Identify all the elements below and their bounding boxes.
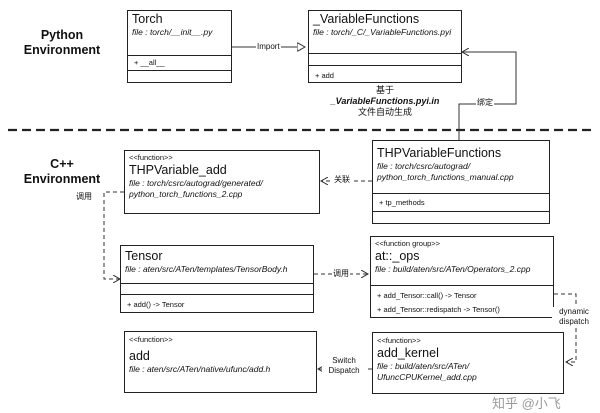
- tensor-title: Tensor: [125, 249, 163, 263]
- edge-bind: [458, 52, 517, 140]
- tensor-member-add: + add() -> Tensor: [127, 300, 185, 309]
- dynamic-dispatch-label: dynamic dispatch: [552, 307, 596, 327]
- thp-variable-functions-member-tp-methods: + tp_methods: [379, 198, 425, 207]
- at-ops-title: at::_ops: [375, 249, 420, 263]
- thp-variable-add-file-line1: file : torch/csrc/autograd/generated/: [129, 178, 263, 188]
- switch-dispatch-label: Switch Dispatch: [322, 356, 366, 376]
- thp-variable-functions-file-line1: file : torch/csrc/autograd/: [377, 161, 471, 171]
- torch-box: Torch file : torch/__init__.py + __all__: [127, 10, 232, 83]
- add-kernel-title: add_kernel: [377, 346, 439, 360]
- bind-label: 绑定: [476, 98, 494, 108]
- torch-file: file : torch/__init__.py: [132, 27, 213, 37]
- torch-title: Torch: [132, 12, 163, 26]
- add-kernel-file-line1: file : build/aten/src/ATen/: [377, 361, 470, 371]
- cpp-environment-line: Environment: [23, 172, 101, 186]
- call-mid-label: 调用: [332, 269, 350, 279]
- at-ops-stereotype: <<function group>>: [375, 239, 441, 248]
- thp-variable-functions-box: THPVariableFunctions file : torch/csrc/a…: [372, 140, 550, 224]
- variable-functions-file: file : torch/_C/_VariableFunctions.pyi: [313, 27, 452, 37]
- thp-variable-add-file-line2: python_torch_functions_2.cpp: [129, 189, 243, 199]
- at-ops-member-call: + add_Tensor::call() -> Tensor: [377, 291, 477, 300]
- python-environment-line: Python: [40, 28, 84, 42]
- add-box: <<function>> add file : aten/src/ATen/na…: [124, 331, 317, 393]
- relate-label: 关联: [333, 175, 351, 185]
- edge-dynamic-dispatch: [554, 293, 577, 362]
- tensor-file: file : aten/src/ATen/templates/TensorBod…: [125, 264, 288, 274]
- autogen-note: 基于 _VariableFunctions.pyi.in 文件自动生成: [320, 85, 450, 118]
- add-file: file : aten/src/ATen/native/ufunc/add.h: [129, 364, 271, 374]
- variable-functions-member-add: + add: [315, 71, 334, 80]
- call-left-label: 调用: [76, 192, 92, 201]
- thp-variable-functions-title: THPVariableFunctions: [377, 146, 502, 160]
- variable-functions-title: _VariableFunctions: [313, 12, 420, 26]
- edge-call-left: [103, 191, 124, 279]
- import-label: Import: [256, 42, 281, 52]
- torch-member-all: + __all__: [134, 58, 165, 67]
- watermark-text: 知乎 @小飞: [492, 396, 561, 411]
- cpp-environment-label: C++Environment: [22, 157, 102, 187]
- variable-functions-box: _VariableFunctions file : torch/_C/_Vari…: [308, 10, 462, 83]
- at-ops-box: <<function group>> at::_ops file : build…: [370, 236, 554, 318]
- thp-variable-add-stereotype: <<function>>: [129, 153, 173, 162]
- autogen-note-line2: _VariableFunctions.pyi.in: [330, 96, 440, 106]
- autogen-note-line3: 文件自动生成: [357, 107, 412, 117]
- at-ops-member-redispatch: + add_Tensor::redispatch -> Tensor(): [377, 305, 500, 314]
- cpp-environment-line: C++: [50, 157, 74, 171]
- thp-variable-functions-file-line2: python_torch_functions_manual.cpp: [377, 172, 514, 182]
- add-kernel-file-line2: UfuncCPUKernel_add.cpp: [377, 372, 477, 382]
- at-ops-file: file : build/aten/src/ATen/Operators_2.c…: [375, 264, 531, 274]
- add-stereotype: <<function>>: [129, 335, 173, 344]
- add-kernel-stereotype: <<function>>: [377, 336, 421, 345]
- add-title: add: [129, 349, 150, 363]
- thp-variable-add-title: THPVariable_add: [129, 163, 227, 177]
- tensor-box: Tensor file : aten/src/ATen/templates/Te…: [120, 245, 314, 313]
- thp-variable-add-box: <<function>> THPVariable_add file : torc…: [124, 150, 320, 214]
- python-environment-line: Environment: [23, 43, 101, 57]
- add-kernel-box: <<function>> add_kernel file : build/ate…: [372, 332, 564, 394]
- autogen-note-line1: 基于: [375, 85, 394, 95]
